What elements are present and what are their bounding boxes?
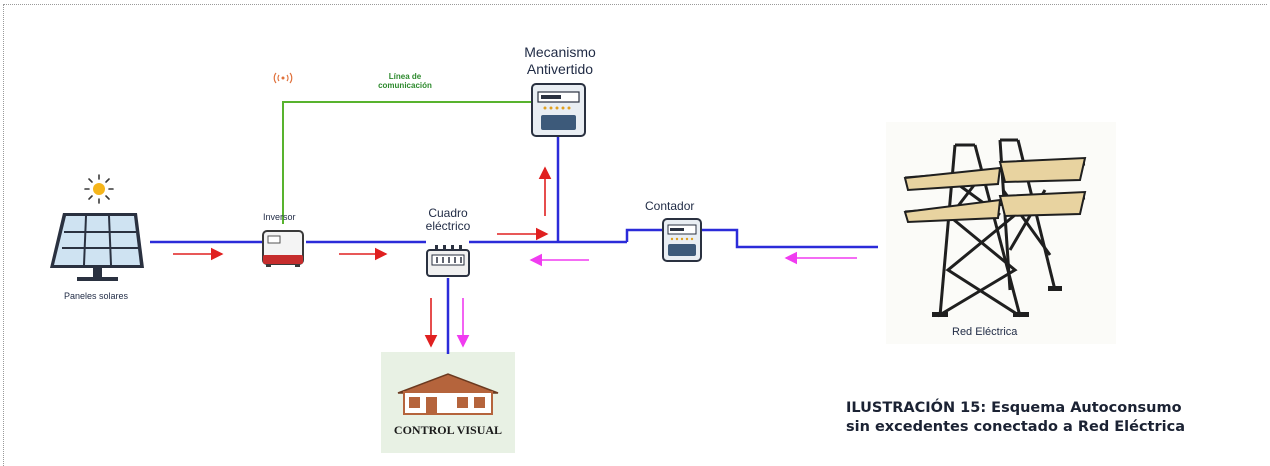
mecanismo-line1: Mecanismo	[524, 44, 596, 60]
power-lines	[150, 135, 878, 354]
solar-panel-icon	[50, 213, 144, 281]
house-icon	[397, 373, 499, 415]
figure-caption: ILUSTRACIÓN 15: Esquema Autoconsumo sin …	[846, 399, 1266, 437]
contador-label: Contador	[645, 199, 695, 213]
pylon-insulators	[903, 156, 1087, 224]
sun-icon	[84, 174, 114, 204]
cuadro-line2: eléctrico	[425, 219, 471, 233]
grid-arrows	[456, 251, 857, 348]
linea-comunicacion-label: Línea de comunicación	[370, 72, 440, 90]
mecanismo-line2: Antivertido	[526, 61, 594, 77]
inverter-icon	[262, 230, 304, 267]
generation-arrows	[173, 166, 552, 348]
caption-line2: sin excedentes conectado a Red Eléctrica	[846, 419, 1185, 435]
inversor-label: Inversor	[263, 212, 296, 222]
pylon-base	[932, 286, 1062, 317]
paneles-label: Paneles solares	[64, 291, 129, 301]
breaker-panel-icon	[426, 245, 470, 277]
meter-icon	[662, 218, 702, 262]
linea-line1: Línea de	[388, 72, 422, 81]
figure-frame	[3, 4, 1267, 466]
communication-line	[282, 101, 531, 224]
cuadro-line1: Cuadro	[428, 206, 468, 220]
linea-line2: comunicación	[378, 81, 432, 90]
wifi-icon	[273, 72, 293, 84]
red-label: Red Eléctrica	[952, 326, 1018, 338]
control-visual-label: CONTROL VISUAL	[393, 423, 503, 437]
cuadro-label: Cuadro eléctrico	[413, 207, 483, 233]
caption-line1: ILUSTRACIÓN 15: Esquema Autoconsumo	[846, 400, 1182, 416]
mecanismo-label: Mecanismo Antivertido	[510, 44, 610, 78]
meter-icon	[531, 83, 586, 137]
